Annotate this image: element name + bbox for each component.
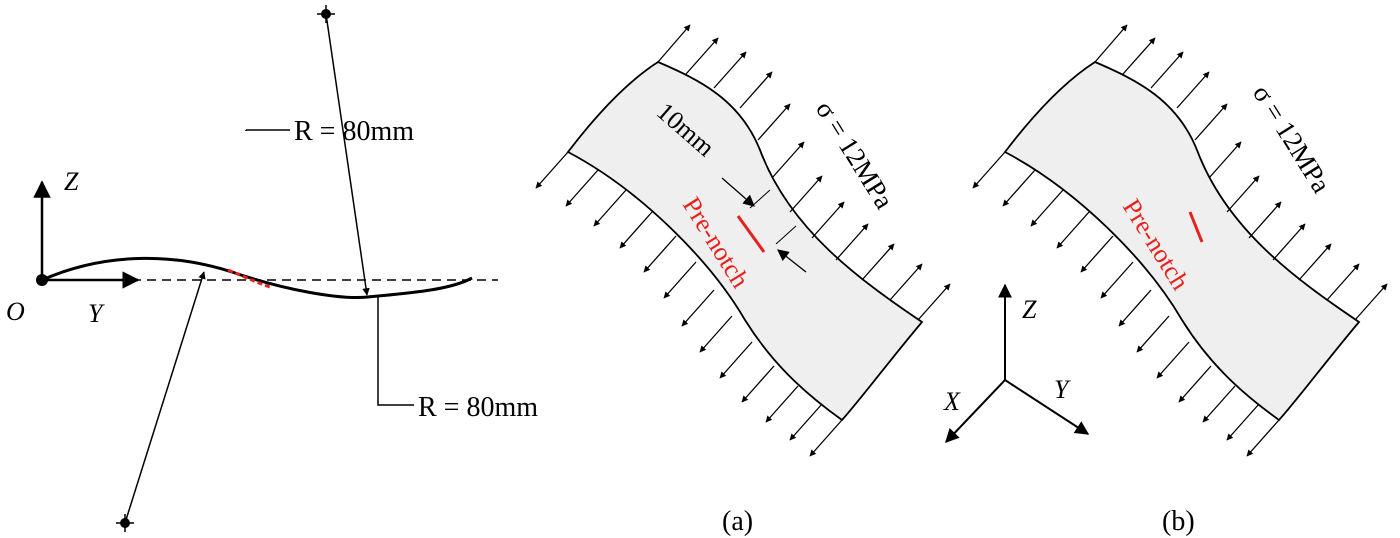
stress-arrow bbox=[917, 283, 951, 321]
stress-arrow bbox=[765, 385, 799, 423]
triad-y-axis bbox=[1004, 379, 1090, 435]
radius-line-lower-center bbox=[124, 271, 206, 524]
stress-arrow bbox=[811, 201, 845, 239]
axis-y-label: Y bbox=[88, 299, 105, 328]
panel-a-caption: (a) bbox=[722, 506, 753, 537]
radius-label-top: R = 80mm bbox=[294, 116, 414, 147]
stress-arrow bbox=[789, 175, 823, 213]
triad-x-label: X bbox=[943, 387, 961, 416]
stress-arrow bbox=[861, 243, 895, 281]
origin-label: O bbox=[6, 297, 25, 326]
stress-arrow bbox=[643, 235, 677, 273]
stress-arrow bbox=[685, 37, 719, 75]
stress-arrow bbox=[809, 419, 843, 457]
dimension-tick-lower bbox=[775, 225, 797, 245]
stress-arrow bbox=[757, 103, 791, 141]
dimension-arrow-upper bbox=[721, 177, 755, 207]
stress-arrow bbox=[835, 223, 869, 261]
stress-arrow bbox=[1202, 385, 1236, 423]
stress-arrow bbox=[972, 151, 1006, 189]
stress-arrow bbox=[1150, 51, 1184, 89]
leader-radius-bottom bbox=[377, 296, 414, 406]
specimen-profile-curve bbox=[41, 256, 473, 299]
panel-b-caption: (b) bbox=[1162, 506, 1195, 537]
stress-arrow bbox=[1030, 189, 1064, 227]
stress-arrow bbox=[1156, 341, 1190, 379]
panel-a-stress-arrows-upper bbox=[657, 24, 951, 321]
stress-arrow bbox=[1094, 24, 1128, 63]
left-panel: Z Y O R = 80mm R = 80mm bbox=[6, 5, 538, 532]
panel-b-pre-notch-line bbox=[1188, 211, 1204, 243]
stress-arrow bbox=[1272, 223, 1306, 261]
axis-triad: Z X Y bbox=[943, 283, 1090, 444]
stress-arrow bbox=[1326, 263, 1360, 301]
stress-arrow bbox=[565, 169, 599, 207]
stress-arrow bbox=[1118, 289, 1152, 327]
stress-arrow bbox=[889, 263, 923, 301]
stress-arrow bbox=[681, 289, 715, 327]
radius-line-upper-center bbox=[325, 13, 370, 296]
stress-arrow bbox=[1002, 169, 1036, 207]
stress-arrow bbox=[1246, 419, 1280, 457]
stress-arrow bbox=[1100, 261, 1134, 299]
stress-arrow bbox=[593, 189, 627, 227]
stress-arrow bbox=[1136, 315, 1170, 353]
stress-arrow bbox=[713, 51, 747, 89]
panel-a-stress-arrows-lower bbox=[535, 151, 843, 457]
stress-arrow bbox=[1208, 141, 1242, 179]
stress-arrow bbox=[789, 403, 823, 441]
origin-dot bbox=[36, 274, 48, 286]
panel-a-stress-label: σ = 12MPa bbox=[810, 95, 900, 214]
panel-b-stress-label: σ = 12MPa bbox=[1247, 79, 1337, 198]
profile-notch-segment bbox=[227, 268, 271, 289]
stress-arrow bbox=[1056, 211, 1090, 249]
triad-x-axis bbox=[945, 379, 1006, 444]
panel-b-stress-arrows-upper bbox=[1094, 24, 1388, 321]
panel-a-specimen bbox=[566, 60, 924, 422]
stress-arrow bbox=[1176, 71, 1210, 109]
triad-y-label: Y bbox=[1054, 375, 1071, 404]
axis-z-label: Z bbox=[64, 167, 79, 196]
panel-b: Pre-notch σ = 12MPa (b) bbox=[972, 24, 1388, 537]
stress-arrow bbox=[741, 365, 775, 403]
stress-arrow bbox=[719, 341, 753, 379]
panel-a: 10mm Pre-notch σ = 12MPa (a) bbox=[535, 24, 951, 537]
stress-arrow bbox=[535, 151, 569, 189]
stress-arrow bbox=[699, 315, 733, 353]
dimension-arrow-lower bbox=[777, 249, 807, 273]
triad-z-label: Z bbox=[1022, 295, 1037, 324]
stress-arrow bbox=[1194, 103, 1228, 141]
stress-arrow bbox=[1298, 243, 1332, 281]
radius-label-bottom: R = 80mm bbox=[418, 392, 538, 423]
stress-arrow bbox=[1226, 403, 1260, 441]
stress-arrow bbox=[739, 71, 773, 109]
stress-arrow bbox=[771, 141, 805, 179]
stress-arrow bbox=[1354, 283, 1388, 321]
panel-b-stress-arrows-lower bbox=[972, 151, 1280, 457]
stress-arrow bbox=[1122, 37, 1156, 75]
stress-arrow bbox=[1080, 235, 1114, 273]
stress-arrow bbox=[619, 211, 653, 249]
stress-arrow bbox=[657, 24, 691, 63]
stress-arrow bbox=[1178, 365, 1212, 403]
panel-a-pre-notch-line bbox=[736, 215, 766, 253]
stress-arrow bbox=[663, 261, 697, 299]
stress-arrow bbox=[1226, 175, 1260, 213]
panel-b-specimen bbox=[1003, 60, 1361, 422]
stress-arrow bbox=[1248, 201, 1282, 239]
